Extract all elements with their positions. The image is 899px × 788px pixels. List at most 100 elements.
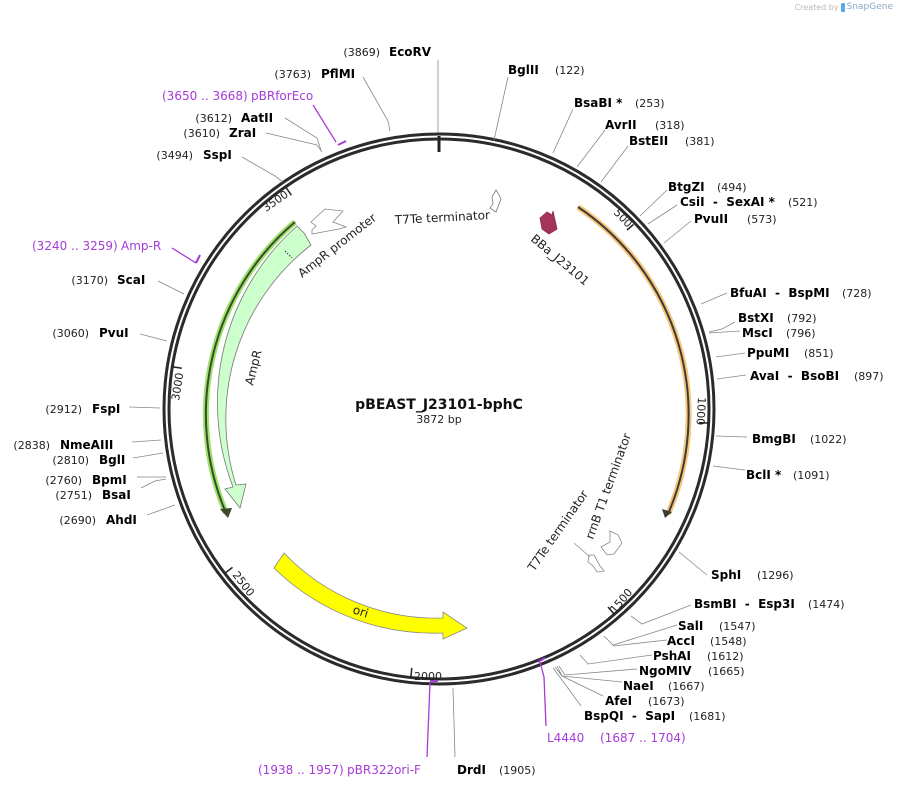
bphC-arc [576, 204, 692, 518]
site-SspI[interactable]: (3494) SspI [156, 148, 231, 162]
bba-j23101-label: BBa_J23101 [528, 232, 592, 289]
svg-text:(3610): (3610) [183, 127, 220, 140]
ampR-promoter-feature[interactable] [310, 208, 348, 235]
site-MscI[interactable]: MscI (796) [742, 326, 816, 340]
ampR-feature[interactable] [217, 225, 312, 509]
svg-text:(1022): (1022) [810, 433, 847, 446]
bba-j23101-feature[interactable] [539, 210, 558, 235]
ori-feature[interactable] [273, 552, 468, 640]
site-BsmBI-Esp3I[interactable]: BsmBI - Esp3I (1474) [694, 597, 845, 611]
svg-text:(2810): (2810) [52, 454, 89, 467]
svg-text:AvaI - BsoBI: AvaI - BsoBI [750, 369, 839, 383]
site-BclI[interactable]: BclI * (1091) [746, 468, 830, 482]
svg-text:(1665): (1665) [708, 665, 745, 678]
site-PshAI[interactable]: PshAI (1612) [653, 649, 744, 663]
rrnb-t1-terminator-feature[interactable] [600, 530, 623, 556]
site-BsaI[interactable]: (2751) BsaI [55, 488, 130, 502]
site-NmeAIII[interactable]: (2838) NmeAIII [13, 438, 113, 452]
site-NaeI[interactable]: NaeI (1667) [623, 679, 705, 693]
svg-text:AccI: AccI [667, 634, 695, 648]
site-PflMI[interactable]: (3763) PflMI [274, 67, 355, 81]
primer-pBRforEco[interactable] [312, 104, 347, 146]
site-BstEII[interactable]: BstEII (381) [629, 134, 715, 148]
plasmid-name: pBEAST_J23101-bphC [355, 397, 523, 413]
svg-text:(1612): (1612) [707, 650, 744, 663]
svg-text:(1673): (1673) [648, 695, 685, 708]
site-AvrII[interactable]: AvrII (318) [605, 118, 685, 132]
svg-text:(3060): (3060) [52, 327, 89, 340]
site-BsaBI[interactable]: BsaBI * (253) [574, 96, 665, 110]
svg-text:(1548): (1548) [710, 635, 747, 648]
site-ZraI[interactable]: (3610) ZraI [183, 126, 256, 140]
svg-text:PflMI: PflMI [321, 67, 355, 81]
site-BpmI[interactable]: (2760) BpmI [45, 473, 126, 487]
svg-text:BsaI: BsaI [102, 488, 131, 502]
rrnb-t1-terminator-label: rrnB T1 terminator [583, 431, 634, 541]
ampR-highlight-arc [202, 219, 297, 518]
restriction-sites-right: BglII (122) BsaBI * (253) AvrII (318) Bs… [457, 63, 884, 777]
svg-text:3500: 3500 [260, 188, 290, 215]
svg-text:1500: 1500 [607, 586, 635, 616]
primer-l4440[interactable] [537, 657, 547, 727]
credit-brand: SnapGene [846, 2, 893, 12]
site-AvaI-BsoBI[interactable]: AvaI - BsoBI (897) [750, 369, 884, 383]
svg-text:(573): (573) [747, 213, 777, 226]
svg-text:PshAI: PshAI [653, 649, 691, 663]
svg-text:PpuMI: PpuMI [747, 346, 789, 360]
primer-amp-r[interactable] [171, 247, 201, 264]
svg-text:(1547): (1547) [719, 620, 756, 633]
primer-pBR322ori-F[interactable] [426, 680, 438, 758]
site-AfeI[interactable]: AfeI (1673) [605, 694, 685, 708]
svg-text:SphI: SphI [711, 568, 741, 582]
svg-text:SspI: SspI [203, 148, 232, 162]
site-BmgBI[interactable]: BmgBI (1022) [752, 432, 847, 446]
site-PpuMI[interactable]: PpuMI (851) [747, 346, 834, 360]
svg-text:2000: 2000 [414, 670, 442, 683]
svg-text:NaeI: NaeI [623, 679, 654, 693]
site-BspQI-SapI[interactable]: BspQI - SapI (1681) [584, 709, 726, 723]
svg-text:BspQI - SapI: BspQI - SapI [584, 709, 675, 723]
tick-marks [172, 186, 709, 678]
site-AccI[interactable]: AccI (1548) [667, 634, 747, 648]
svg-text:(2838): (2838) [13, 439, 50, 452]
primer-l4440-name: L4440 [547, 731, 584, 745]
site-NgoMIV[interactable]: NgoMIV (1665) [639, 664, 745, 678]
site-DrdI[interactable]: DrdI (1905) [457, 763, 536, 777]
site-AhdI[interactable]: (2690) AhdI [59, 513, 136, 527]
svg-text:BglII: BglII [508, 63, 539, 77]
site-PvuI[interactable]: (3060) PvuI [52, 326, 128, 340]
svg-text:(318): (318) [655, 119, 685, 132]
leader-lines [128, 60, 748, 758]
svg-text:(796): (796) [786, 327, 816, 340]
site-EcoRV[interactable]: (3869) EcoRV [343, 45, 431, 59]
svg-text:BsaBI *: BsaBI * [574, 96, 623, 110]
t7te-terminator-bottom-feature[interactable] [587, 554, 605, 573]
svg-text:NgoMIV: NgoMIV [639, 664, 692, 678]
svg-text:(122): (122) [555, 64, 585, 77]
svg-text:DrdI: DrdI [457, 763, 486, 777]
svg-text:(1667): (1667) [668, 680, 705, 693]
svg-text:AatII: AatII [241, 111, 273, 125]
site-PvuII[interactable]: PvuII (573) [694, 212, 777, 226]
svg-text:3000: 3000 [169, 372, 186, 402]
site-FspI[interactable]: (2912) FspI [45, 402, 120, 416]
site-ScaI[interactable]: (3170) ScaI [71, 273, 145, 287]
site-BstXI[interactable]: BstXI (792) [738, 311, 817, 325]
svg-text:BstXI: BstXI [738, 311, 774, 325]
restriction-sites-left: (3869) EcoRV (3763) PflMI (3612) AatII (… [13, 45, 431, 527]
svg-text:BglI: BglI [99, 453, 125, 467]
site-SalI[interactable]: SalI (1547) [678, 619, 756, 633]
svg-text:(2751): (2751) [55, 489, 92, 502]
svg-text:(3612): (3612) [195, 112, 232, 125]
svg-text:(1681): (1681) [689, 710, 726, 723]
site-CsiI-SexAI[interactable]: CsiI - SexAI * (521) [680, 195, 818, 209]
site-BglI[interactable]: (2810) BglI [52, 453, 125, 467]
site-BglII[interactable]: BglII (122) [508, 63, 585, 77]
t7te-terminator-top-feature[interactable] [489, 189, 502, 213]
site-BfuAI-BspMI[interactable]: BfuAI - BspMI (728) [730, 286, 872, 300]
primer-l4440-range: (1687 .. 1704) [600, 731, 686, 745]
site-AatII[interactable]: (3612) AatII [195, 111, 273, 125]
site-BtgZI[interactable]: BtgZI (494) [668, 180, 747, 194]
site-SphI[interactable]: SphI (1296) [711, 568, 794, 582]
